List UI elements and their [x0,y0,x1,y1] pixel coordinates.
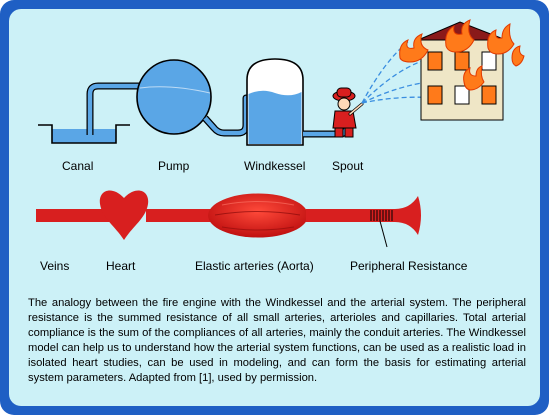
label-pump: Pump [158,159,190,173]
label-peripheral-resistance: Peripheral Resistance [350,259,468,273]
flared-end [395,196,421,235]
peripheral-pointer [379,220,388,248]
label-veins: Veins [40,259,69,273]
heart-shape [99,190,149,240]
windkessel-chamber [246,58,304,146]
fire-flames [399,19,525,91]
label-canal: Canal [62,159,93,173]
label-spout: Spout [332,159,364,173]
label-elastic-arteries: Elastic arteries (Aorta) [195,259,314,273]
canal-basin [38,124,130,144]
arterial-system [36,190,421,248]
aorta-elastic-artery [208,193,308,238]
peripheral-resistance-section [369,209,395,222]
label-heart: Heart [106,259,136,273]
figure-caption: The analogy between the fire engine with… [28,297,526,384]
pump-sphere [136,59,212,135]
fireman-spout [332,87,364,138]
vein-tube [36,209,115,222]
fire-engine-analogy [38,19,525,146]
artery-tube [146,209,212,222]
label-windkessel: Windkessel [244,159,305,173]
